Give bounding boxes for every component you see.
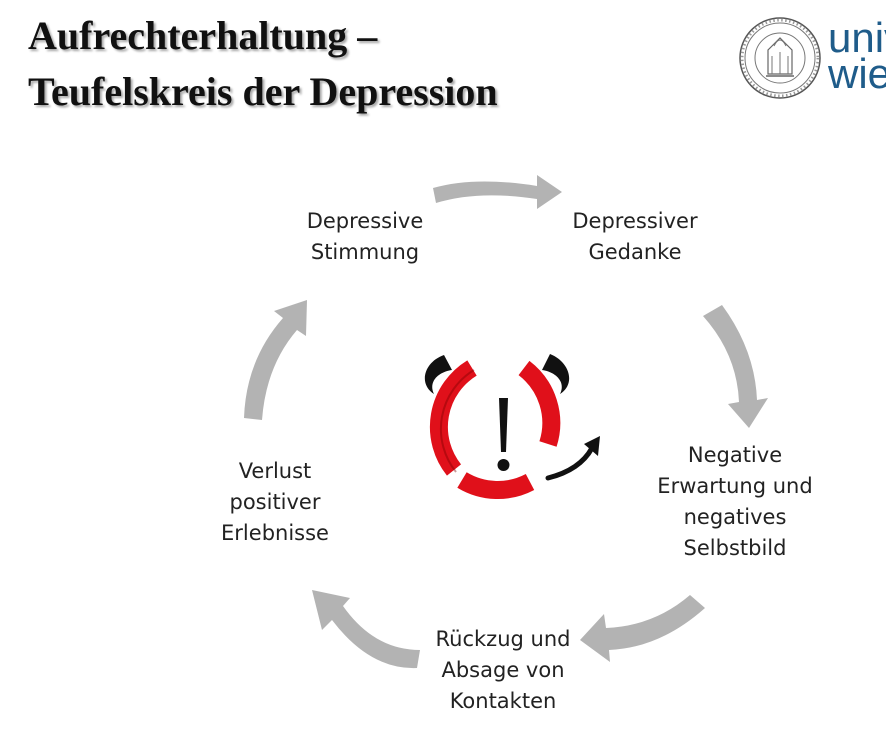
node-label-line: Kontakten [449, 689, 557, 713]
node-label-line: Rückzug und [435, 627, 571, 651]
slide-title-line-2: Teufelskreis der Depression [28, 69, 498, 114]
university-seal-icon [739, 17, 821, 99]
logo-text-line-2: wie [828, 50, 886, 97]
node-label-line: Erwartung und [657, 474, 813, 498]
cycle-node-stimmung: Depressive Stimmung [290, 206, 440, 268]
node-label-line: Selbstbild [683, 536, 787, 560]
cycle-arrow-bottom-left [312, 590, 420, 669]
cycle-node-gedanke: Depressiver Gedanke [560, 206, 710, 268]
cycle-node-verlust: Verlust positiver Erlebnisse [200, 456, 350, 549]
node-label-line: Stimmung [310, 240, 420, 264]
cycle-node-rueckzug: Rückzug und Absage von Kontakten [418, 624, 588, 717]
logo-text-line-1: univ [828, 14, 886, 61]
cycle-node-erwartung: Negative Erwartung und negatives Selbstb… [635, 440, 835, 564]
node-label-line: Depressive [306, 209, 424, 233]
node-label-line: Depressiver [572, 209, 698, 233]
cycle-arrow-bottom-right [580, 595, 705, 662]
cycle-arrow-top [433, 175, 562, 209]
node-label-line: Verlust [238, 459, 312, 483]
devil-alarm-icon [424, 354, 600, 499]
logo-wordmark: univ wie [828, 14, 886, 97]
node-label-line: Absage von [441, 658, 565, 682]
slide-title: Aufrechterhaltung – Teufelskreis der Dep… [28, 8, 498, 120]
node-label-line: Gedanke [588, 240, 682, 264]
node-label-line: Negative [687, 443, 783, 467]
cycle-arrow-right [703, 305, 768, 428]
node-label-line: negatives [683, 505, 787, 529]
node-label-line: Erlebnisse [221, 521, 329, 545]
university-logo: univ wie [736, 8, 886, 108]
cycle-arrow-left [244, 300, 307, 420]
node-label-line: positiver [229, 490, 321, 514]
slide-title-line-1: Aufrechterhaltung – [28, 13, 378, 58]
